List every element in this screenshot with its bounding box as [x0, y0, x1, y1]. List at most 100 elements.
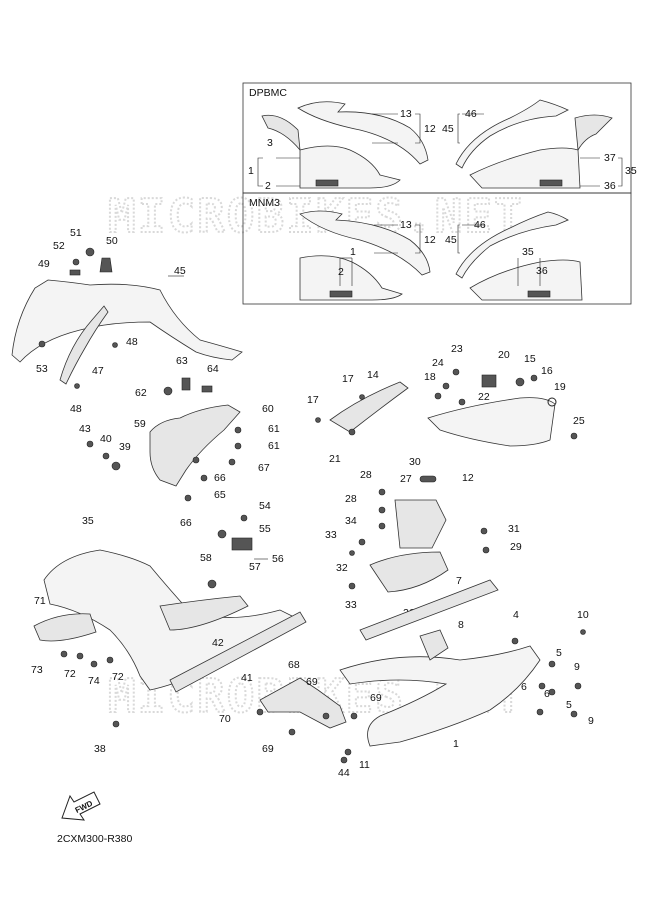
screw-17b: [315, 417, 321, 423]
callout-57: 57: [249, 561, 261, 573]
clip-57: [207, 579, 217, 589]
callout-62: 62: [135, 387, 147, 399]
callout-36: 36: [604, 180, 616, 192]
nut-16: [530, 374, 538, 382]
nut-29: [482, 546, 490, 554]
callout-68: 68: [288, 659, 300, 671]
callout-54: 54: [259, 500, 271, 512]
rivet-72b: [106, 656, 114, 664]
callout-5b: 5: [566, 699, 572, 711]
inset-box-dpbmc: DPBMC 13 12 3 1 2 46 45 37 35 36: [242, 82, 637, 194]
callout-16: 16: [541, 365, 553, 377]
nut-39: [111, 461, 121, 471]
duct-27: [394, 499, 447, 549]
callout-42: 42: [212, 637, 224, 649]
callout-52: 52: [53, 240, 65, 252]
right-trim-14: [329, 381, 409, 433]
callout-17b: 17: [307, 394, 319, 406]
diagram-code: 2CXM300-R380: [57, 833, 132, 845]
callout-61a: 61: [268, 423, 280, 435]
callout-1-mnm3: 1: [350, 246, 356, 258]
callout-12-mnm3: 12: [424, 234, 436, 246]
inset-box-mnm3: MNM3 13 12 1 2 46 45 35 36: [242, 192, 632, 305]
screw-61a: [234, 426, 242, 434]
dpbmc-left-upper-cowl: [297, 101, 429, 165]
callout-67: 67: [258, 462, 270, 474]
grommet-38: [112, 720, 120, 728]
callout-7: 7: [456, 575, 462, 587]
bolt-53: [38, 340, 46, 348]
rivet-73: [60, 650, 68, 658]
ring-19: [547, 397, 557, 407]
dpbmc-left-lower-panel: [299, 145, 401, 189]
callout-32: 32: [336, 562, 348, 574]
callout-48b: 48: [70, 403, 82, 415]
callout-15: 15: [524, 353, 536, 365]
callout-40: 40: [100, 433, 112, 445]
callout-34: 34: [345, 515, 357, 527]
screw-21: [348, 428, 356, 436]
inner-bracket: [149, 404, 241, 487]
callout-13: 13: [400, 108, 412, 120]
callout-50: 50: [106, 235, 118, 247]
callout-56: 56: [272, 553, 284, 565]
grommet-66b: [184, 494, 192, 502]
strip-7: [359, 579, 499, 641]
callout-12: 12: [424, 123, 436, 135]
washer-6a: [538, 682, 546, 690]
callout-58: 58: [200, 552, 212, 564]
callout-74: 74: [88, 675, 100, 687]
callout-13-mnm3: 13: [400, 219, 412, 231]
duct-42: [159, 595, 249, 631]
callout-69c: 69: [262, 743, 274, 755]
callout-18: 18: [424, 371, 436, 383]
right-upper-cowl: [427, 397, 556, 447]
callout-45-mnm3: 45: [445, 234, 457, 246]
callout-66b: 66: [180, 517, 192, 529]
clip-18: [434, 392, 442, 400]
callout-2: 2: [265, 180, 271, 192]
washer-40: [102, 452, 110, 460]
screw-11: [344, 748, 352, 756]
screw-28b: [378, 506, 386, 514]
right-lower-cowl: [339, 645, 541, 747]
grommet-22: [458, 398, 466, 406]
mnm3-right-upper-cowl: [455, 211, 569, 279]
callout-72b: 72: [112, 671, 124, 683]
callout-33b: 33: [345, 599, 357, 611]
clip-70: [256, 708, 264, 716]
callout-9b: 9: [588, 715, 594, 727]
forward-direction-arrow: FWD: [61, 791, 101, 821]
callout-53: 53: [36, 363, 48, 375]
dpbmc-left-emblem: [315, 179, 339, 187]
mnm3-left-lower-panel: [299, 255, 403, 301]
callout-31: 31: [508, 523, 520, 535]
callout-35-main: 35: [82, 515, 94, 527]
callout-28b: 28: [345, 493, 357, 505]
callout-45-main: 45: [174, 265, 186, 277]
callout-73: 73: [31, 664, 43, 676]
callout-6a: 6: [521, 681, 527, 693]
callout-2-mnm3: 2: [338, 266, 344, 278]
callout-44: 44: [338, 767, 350, 779]
callout-4: 4: [513, 609, 519, 621]
screw-32: [349, 550, 355, 556]
left-inner-trim: [59, 305, 109, 385]
callout-39: 39: [119, 441, 131, 453]
bracket-55: [231, 537, 253, 551]
callout-5a: 5: [556, 647, 562, 659]
callout-22: 22: [478, 391, 490, 403]
screw-17a: [359, 394, 365, 400]
callout-46-mnm3: 46: [474, 219, 486, 231]
callout-48a: 48: [126, 336, 138, 348]
bolt-25: [570, 432, 578, 440]
inset-title-mnm3: MNM3: [249, 197, 280, 209]
callout-45: 45: [442, 123, 454, 135]
callout-37: 37: [604, 152, 616, 164]
mnm3-right-lower-panel: [469, 259, 583, 301]
callout-9a: 9: [574, 661, 580, 673]
callout-66a: 66: [214, 472, 226, 484]
bracket-71: [33, 613, 97, 642]
callout-64: 64: [207, 363, 219, 375]
